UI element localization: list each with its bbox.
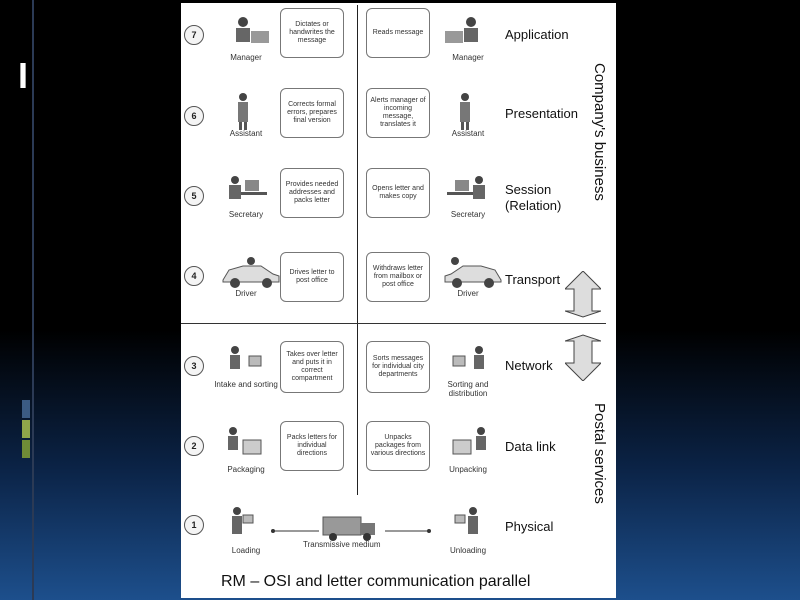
action-box: Reads message <box>366 8 430 58</box>
actor-label: Secretary <box>228 210 264 219</box>
layer-6: 6 Assistant Corrects formal errors, prep… <box>181 88 616 168</box>
group-label-company: Company's business <box>591 63 608 201</box>
center-divider <box>357 5 358 495</box>
layer-name: Physical <box>505 519 554 534</box>
group-divider <box>181 323 606 324</box>
diagram-caption: RM – OSI and letter communication parall… <box>221 573 531 590</box>
unloading-worker-icon <box>443 505 493 545</box>
actor-label: Intake and sorting <box>214 380 278 389</box>
layer-name: Data link <box>505 439 556 454</box>
layer-7: 7 Manager Dictates or handwrites the mes… <box>181 8 616 88</box>
slide-title-fragment: I <box>18 55 31 96</box>
unpacking-icon <box>443 424 493 464</box>
actor-label: Manager <box>230 53 262 62</box>
layer-number: 3 <box>184 356 204 376</box>
actor-label: Secretary <box>450 210 486 219</box>
packaging-icon <box>221 424 271 464</box>
actor-label: Assistant <box>229 129 263 138</box>
action-box: Alerts manager of incoming message, tran… <box>366 88 430 138</box>
accent-bar-green-dark <box>22 440 30 458</box>
layer-4: 4 Driver Drives letter to post office Wi… <box>181 248 616 328</box>
secretary-icon <box>221 172 271 212</box>
manager-icon <box>443 13 493 53</box>
assistant-icon <box>443 90 493 130</box>
sorting-worker-icon <box>221 344 271 384</box>
transmission-label: Transmissive medium <box>303 540 381 549</box>
action-box: Provides needed addresses and packs lett… <box>280 168 344 218</box>
layer-number: 2 <box>184 436 204 456</box>
actor-label: Sorting and distribution <box>447 380 489 398</box>
layer-name: Session (Relation) <box>505 182 561 214</box>
action-box: Opens letter and makes copy <box>366 168 430 218</box>
layer-name-line: Session <box>505 182 552 197</box>
slide-border-line <box>32 0 34 600</box>
layer-3: 3 Intake and sorting Takes over letter a… <box>181 338 616 418</box>
arrow-up <box>565 271 601 318</box>
action-box: Unpacks packages from various directions <box>366 421 430 471</box>
action-box: Corrects formal errors, prepares final v… <box>280 88 344 138</box>
truck-icon <box>321 513 381 553</box>
layer-number: 6 <box>184 106 204 126</box>
action-box: Sorts messages for individual city depar… <box>366 341 430 393</box>
layer-1: 1 Loading Unloading Physical <box>181 503 616 583</box>
actor-label: Unloading <box>449 546 487 555</box>
osi-diagram: 7 Manager Dictates or handwrites the mes… <box>181 3 616 598</box>
layer-name: Presentation <box>505 106 578 121</box>
assistant-icon <box>221 90 271 130</box>
loading-worker-icon <box>221 505 271 545</box>
action-box: Packs letters for individual directions <box>280 421 344 471</box>
manager-icon <box>221 13 271 53</box>
layer-2: 2 Packaging Packs letters for individual… <box>181 418 616 498</box>
layer-name-line: (Relation) <box>505 198 562 213</box>
action-box: Takes over letter and puts it in correct… <box>280 341 344 393</box>
secretary-icon <box>443 172 493 212</box>
layer-number: 5 <box>184 186 204 206</box>
layer-arrows <box>565 271 601 381</box>
sorting-worker-icon <box>443 344 493 384</box>
actor-label: Packaging <box>227 465 265 474</box>
car-icon <box>443 252 502 292</box>
layer-5: 5 Secretary Provides needed addresses an… <box>181 168 616 248</box>
action-box: Withdraws letter from mailbox or post of… <box>366 252 430 302</box>
accent-bar-dark <box>22 400 30 418</box>
layer-number: 7 <box>184 25 204 45</box>
group-label-postal: Postal services <box>591 403 608 504</box>
action-box: Drives letter to post office <box>280 252 344 302</box>
actor-label: Assistant <box>451 129 485 138</box>
arrow-down <box>565 334 601 381</box>
actor-label: Loading <box>231 546 261 555</box>
action-box: Dictates or handwrites the message <box>280 8 344 58</box>
actor-label: Unpacking <box>449 465 487 474</box>
layer-number: 1 <box>184 515 204 535</box>
layer-name: Network <box>505 358 553 373</box>
actor-label: Driver <box>457 289 479 298</box>
layer-number: 4 <box>184 266 204 286</box>
actor-label: Manager <box>452 53 484 62</box>
layer-name: Transport <box>505 272 561 287</box>
accent-bar-green <box>22 420 30 438</box>
car-icon <box>221 252 280 292</box>
layer-name: Application <box>505 27 569 42</box>
actor-label: Driver <box>235 289 257 298</box>
transmission-line <box>271 529 431 533</box>
